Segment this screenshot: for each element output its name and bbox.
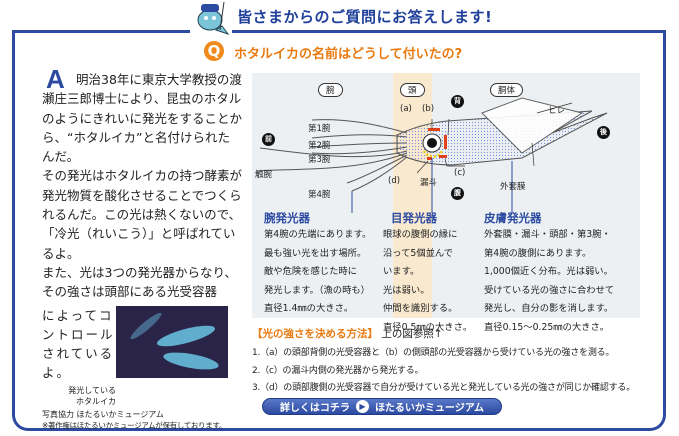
organ-line: 1,000個近く分布。光は弱い。	[484, 266, 613, 277]
content-frame	[12, 31, 666, 431]
label-mantle: 外套膜	[500, 182, 526, 192]
organ-line: 直径0.5㎜の大きさ。	[383, 321, 473, 333]
organ-line: 眼球の腹側の縁に	[383, 229, 458, 240]
organ-line: 光は弱い。	[383, 284, 430, 296]
label-fin: ヒレ	[548, 106, 566, 116]
link-label: 詳しくはコチラ	[279, 403, 350, 414]
method-step: 2.（c）の漏斗内側の発光器から発光する。	[252, 365, 424, 376]
label-c: (c)	[454, 168, 466, 178]
header-divider	[232, 30, 666, 33]
direction-dorsal: 背	[451, 95, 464, 108]
photo-credit: 写真協力 ほたるいかミュージアム	[42, 409, 164, 419]
method-steps: 1.（a）の頭部背側の光受容器と（b）の側頭部の光受容器から受けている光の強さを…	[252, 345, 635, 398]
organ-line: 外套膜・漏斗・頭部・第3腕・	[484, 229, 611, 240]
answer-mark: A	[46, 64, 65, 94]
label-a: (a)	[400, 104, 412, 114]
page-title: 皆さまからのご質問にお答えします!	[237, 8, 493, 26]
caption-line: 発光している	[68, 385, 116, 395]
organ-line: 発光し、自分の影を消します。	[484, 303, 614, 314]
question-mark-badge: Q	[204, 41, 224, 61]
answer-paragraph: 明治38年に東京大学教授の渡瀬庄三郎博士により、昆虫のホタルのようにきれいに発光…	[42, 72, 243, 165]
organ-line: 受けている光の強さに合わせて	[484, 284, 615, 296]
arm-label: 触腕	[255, 170, 273, 180]
eye-organ-section: 目発光器 眼球の腹側の縁に沿って5個並んでいます。光は弱い。仲間を識別する。直径…	[383, 210, 472, 337]
skin-organ-section: 皮膚発光器 外套膜・漏斗・頭部・第3腕・第4腕の腹側にあります。 1,000個近く…	[484, 210, 614, 337]
skin-organ-title: 皮膚発光器	[484, 211, 542, 225]
answer-paragraph: その発光はホタルイカの持つ酵素が発光物質を酸化させることでつくられるんだ。この光…	[42, 168, 243, 261]
label-d: (d)	[388, 176, 401, 186]
eye-organ-title: 目発光器	[391, 211, 437, 225]
photo-row: によってコントロールされているよ。 発光している ホタルイカ	[42, 305, 242, 407]
organ-line: 沿って5個並んで	[383, 247, 454, 259]
squid-illustration	[256, 97, 608, 213]
arm-label: 第1腕	[308, 124, 331, 134]
glowing-firefly-squid-photo	[116, 305, 228, 378]
answer-column: 明治38年に東京大学教授の渡瀬庄三郎博士により、昆虫のホタルのようにきれいに発光…	[42, 70, 242, 431]
answer-continued: によってコントロールされているよ。	[42, 307, 115, 381]
organ-line: 敵や危険を感じた時に	[264, 266, 357, 277]
organ-line: 発光します。（漁の時も）	[264, 284, 370, 296]
arm-label: 第2腕	[308, 141, 331, 151]
organ-line: 第4腕の腹側にあります。	[484, 247, 592, 259]
header-divider	[12, 30, 190, 33]
caption-line: ホタルイカ	[76, 396, 116, 406]
photo-caption: 発光している ホタルイカ	[42, 385, 116, 407]
museum-link-button[interactable]: 詳しくはコチラ ▶ ほたるいかミュージアム	[262, 398, 502, 415]
direction-ventral: 腹	[451, 187, 464, 200]
organ-line: います。	[383, 266, 420, 277]
copyright-note: ※著作権はほたるいかミュージアムが保有しております。	[42, 420, 227, 430]
organ-line: 直径0.15〜0.25㎜の大きさ。	[484, 321, 610, 333]
method-title: 【光の強さを決める方法】	[252, 328, 378, 340]
arm-organ-title: 腕発光器	[264, 211, 310, 225]
organ-line: 最も強い光を出す場所。	[264, 247, 367, 259]
region-label-head: 頭	[400, 83, 425, 97]
direction-back: 後	[597, 126, 610, 139]
answer-paragraph: また、光は3つの発光器からなり、その強さは頭部にある光受容器	[42, 264, 237, 300]
organ-line: 第4腕の先端にあります。	[264, 229, 372, 240]
arm-label: 第3腕	[308, 155, 331, 165]
arm-label: 第4腕	[308, 190, 331, 200]
direction-front: 前	[262, 133, 275, 146]
method-step: 1.（a）の頭部背側の光受容器と（b）の側頭部の光受容器から受けている光の強さを…	[252, 348, 615, 358]
method-step: 3.（d）の頭部腹側の光受容器で自分が受けている光と発光している光の強さが同じか…	[252, 383, 636, 393]
play-arrow-icon: ▶	[355, 400, 369, 413]
organ-line: 仲間を識別する。	[383, 303, 458, 314]
organ-line: 直径1.4㎜の大きさ。	[264, 303, 354, 314]
label-funnel: 漏斗	[420, 178, 438, 188]
question-text: ホタルイカの名前はどうして付いたの?	[234, 47, 463, 62]
photo-row-text: によってコントロールされているよ。 発光している ホタルイカ	[42, 306, 116, 407]
label-b: (b)	[422, 104, 435, 114]
method-ref: 上の図参照↑	[381, 328, 443, 340]
fish-mascot-icon	[197, 1, 230, 35]
region-label-arms: 腕	[318, 83, 343, 97]
arm-organ-section: 腕発光器 第4腕の先端にあります。最も強い光を出す場所。敵や危険を感じた時に発光…	[264, 210, 371, 319]
link-target: ほたるいかミュージアム	[374, 403, 485, 414]
region-label-body: 胴体	[490, 83, 524, 97]
head-region-band	[393, 73, 432, 318]
method-heading: 【光の強さを決める方法】 上の図参照↑	[252, 326, 443, 341]
answer-text: 明治38年に東京大学教授の渡瀬庄三郎博士により、昆虫のホタルのようにきれいに発光…	[42, 70, 242, 302]
